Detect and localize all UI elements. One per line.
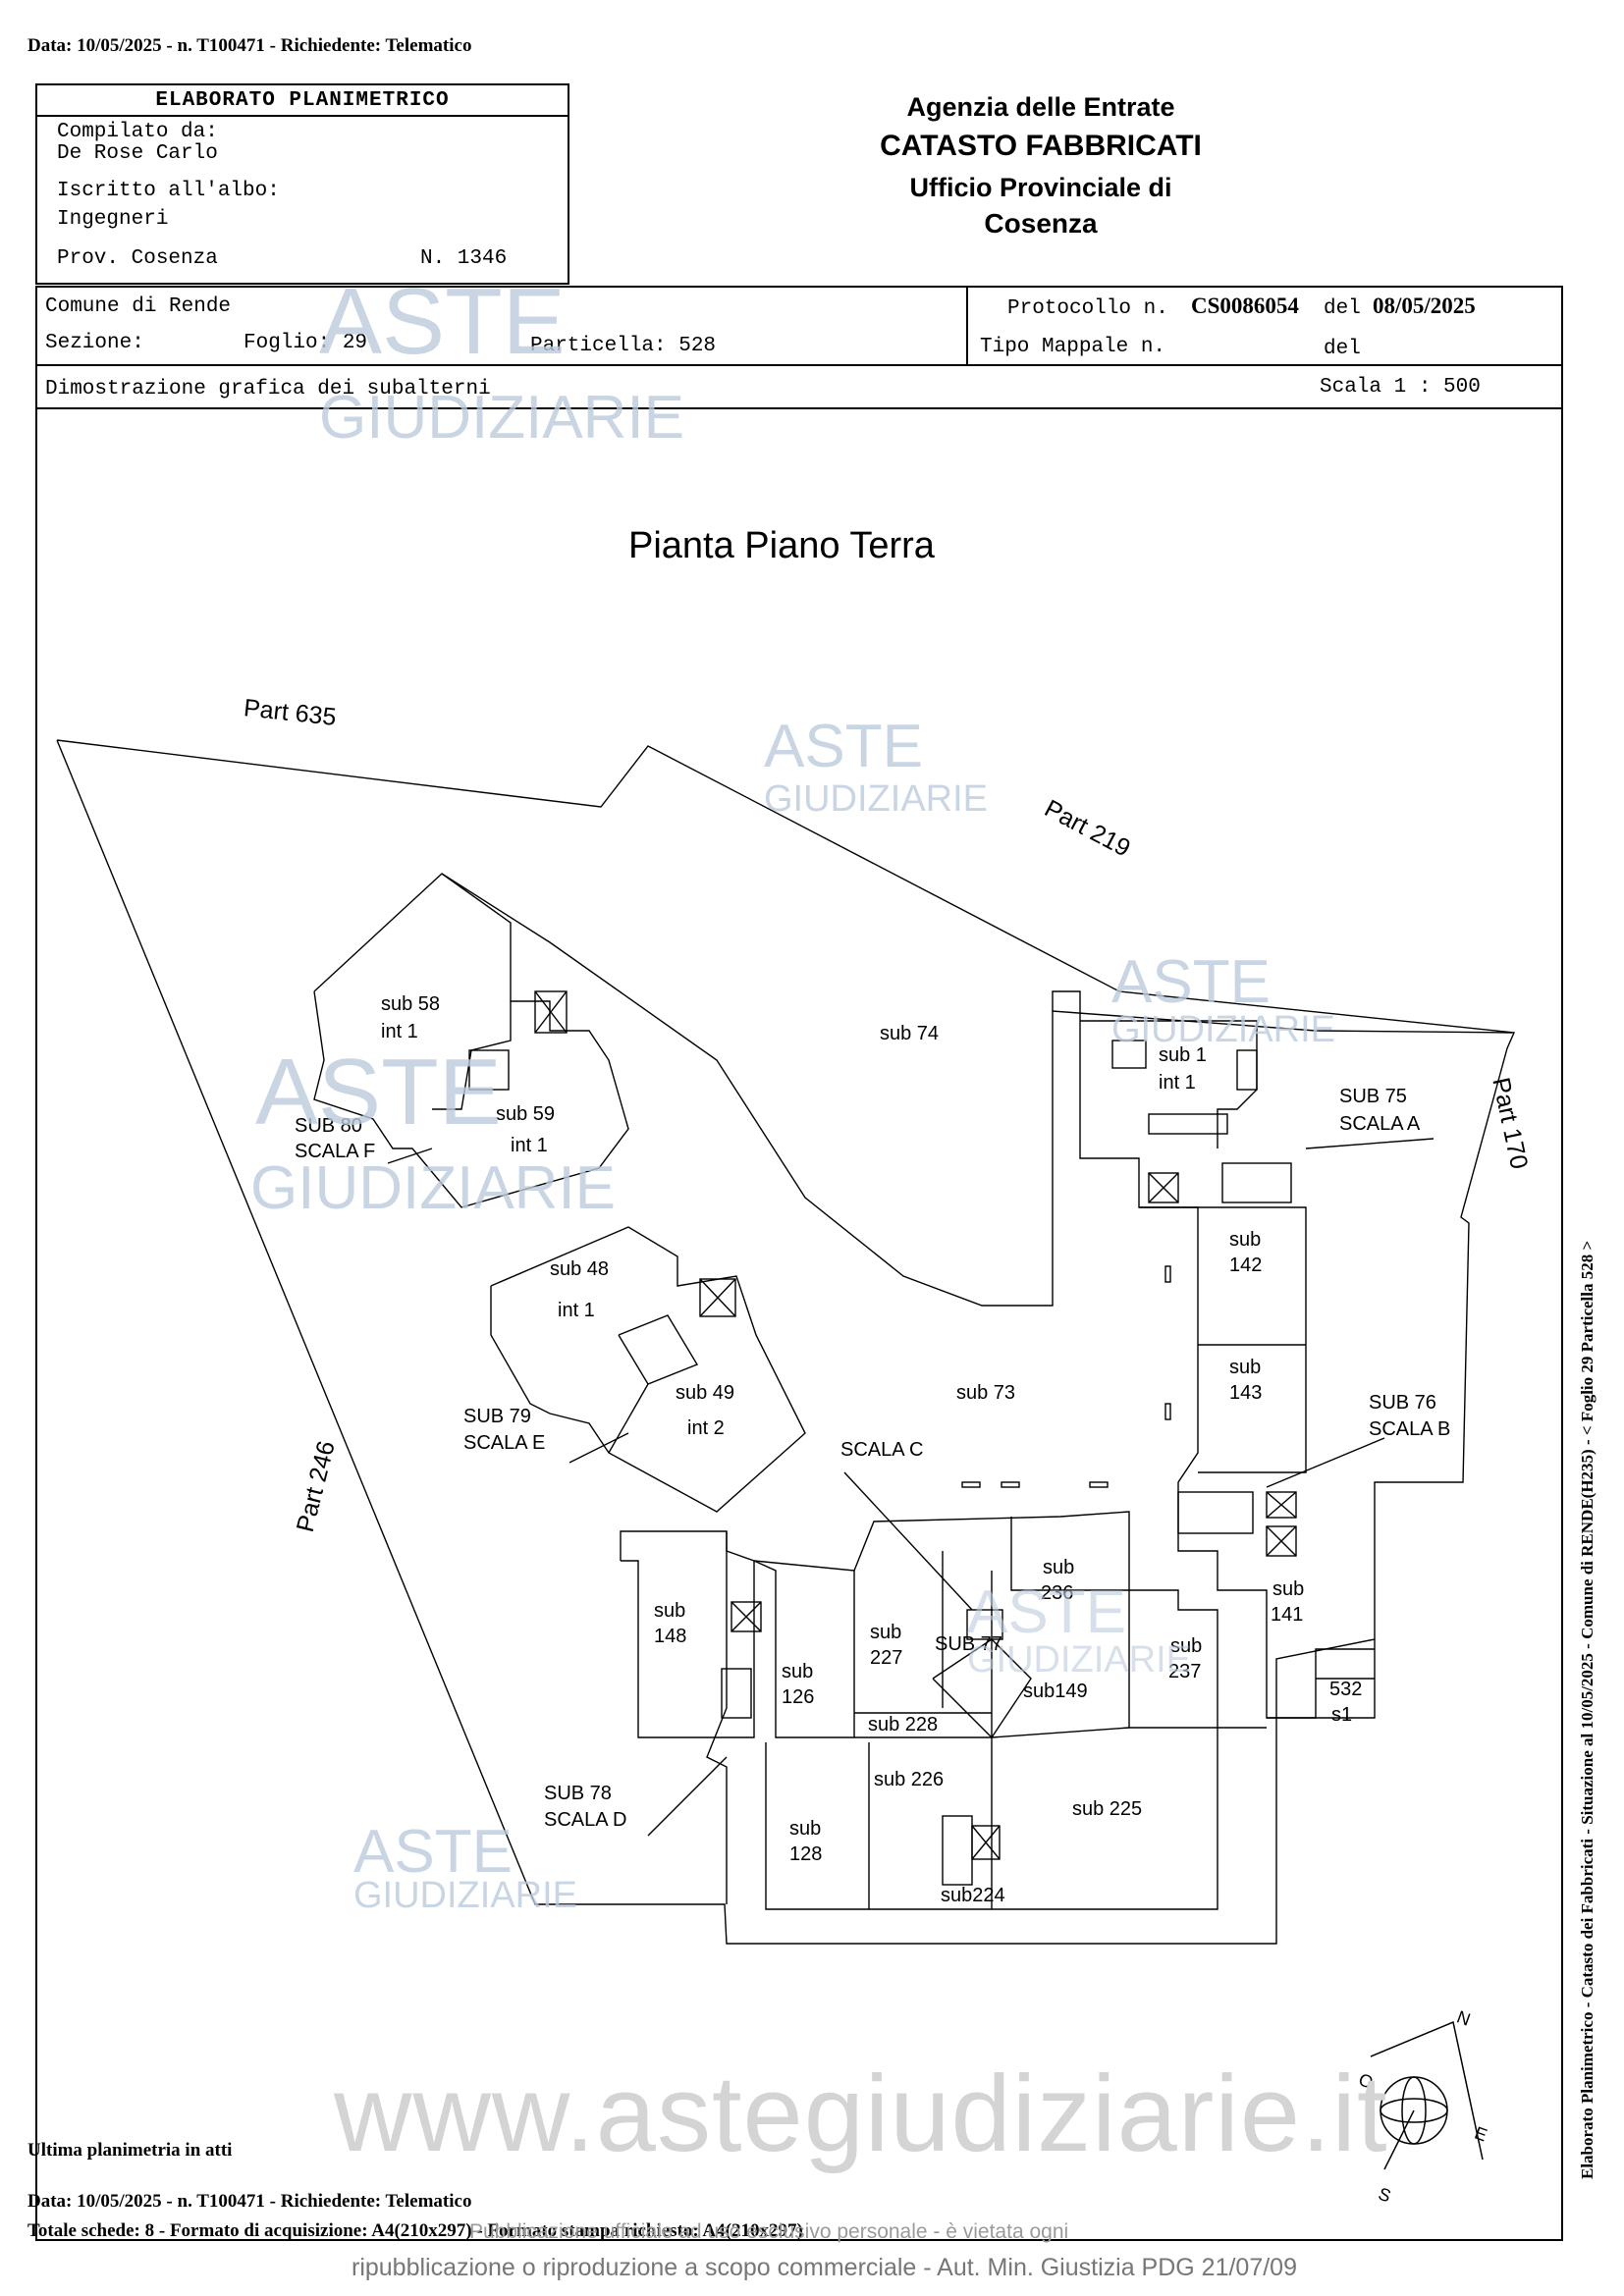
watermark-site: www.astegiudiziarie.it xyxy=(334,2054,1388,2174)
unit-label: 532 xyxy=(1329,1679,1363,1700)
unit-label: sub xyxy=(1170,1635,1203,1657)
unit-label: int 1 xyxy=(381,1021,418,1042)
unit-label: sub 226 xyxy=(874,1769,945,1790)
unit-label: sub 74 xyxy=(880,1023,940,1044)
unit-label: sub xyxy=(1229,1357,1262,1378)
unit-label: sub 225 xyxy=(1072,1798,1143,1820)
unit-label: SUB 79 xyxy=(463,1406,531,1427)
protocollo-del: del xyxy=(1324,297,1361,320)
unit-label: 236 xyxy=(1041,1582,1074,1604)
watermark-brand: GIUDIZIARIE xyxy=(967,1639,1192,1681)
unit-label: sub 1 xyxy=(1159,1044,1207,1066)
unit-label: int 1 xyxy=(511,1135,548,1156)
unit-label: 142 xyxy=(1229,1255,1263,1276)
watermark-brand: ASTE xyxy=(764,713,923,780)
parcel-boundary xyxy=(56,739,1516,1945)
agency-office: Ufficio Provinciale di xyxy=(909,173,1172,202)
unit-label: sub224 xyxy=(941,1885,1005,1906)
watermark-brand: GIUDIZIARIE xyxy=(319,384,685,452)
unit-label: 237 xyxy=(1168,1661,1202,1682)
watermark-brand: ASTE xyxy=(353,1818,513,1886)
albo-value: Ingegneri xyxy=(57,208,169,231)
particella-label: Particella: 528 xyxy=(530,335,717,357)
unit-label: sub xyxy=(1229,1229,1262,1251)
unit-label: SCALA C xyxy=(840,1439,924,1461)
plan-title: Pianta Piano Terra xyxy=(628,525,935,566)
document-title: ELABORATO PLANIMETRICO xyxy=(155,89,450,112)
unit-label: SCALA B xyxy=(1369,1418,1451,1440)
watermark-brand: GIUDIZIARIE xyxy=(764,778,989,820)
sezione-label: Sezione: xyxy=(45,332,144,354)
unit-label: SUB 78 xyxy=(544,1783,612,1804)
unit-label: sub 48 xyxy=(550,1258,610,1280)
unit-label: int 1 xyxy=(1159,1072,1196,1094)
footer-last-plan: Ultima planimetria in atti xyxy=(27,2140,233,2161)
tipo-mappale-del: del xyxy=(1324,338,1361,360)
unit-label: SCALA E xyxy=(463,1432,546,1454)
unit-label: s1 xyxy=(1331,1704,1353,1726)
drawing-frame xyxy=(35,286,1563,2241)
watermark-brand: GIUDIZIARIE xyxy=(353,1875,578,1916)
scale-label: Scala 1 : 500 xyxy=(1320,376,1481,399)
agency-name: Agenzia delle Entrate xyxy=(906,92,1175,122)
unit-label: sub xyxy=(782,1661,814,1682)
unit-label: sub 49 xyxy=(676,1382,735,1404)
unit-label: int 1 xyxy=(558,1300,595,1321)
watermark-brand: GIUDIZIARIE xyxy=(250,1154,617,1222)
unit-label: 126 xyxy=(782,1686,815,1708)
compiled-name: De Rose Carlo xyxy=(57,142,218,165)
unit-label: int 2 xyxy=(687,1417,725,1439)
unit-label: 141 xyxy=(1271,1604,1304,1626)
unit-label: sub xyxy=(870,1622,902,1643)
unit-label: SUB 77 xyxy=(935,1633,1002,1655)
header-meta-line: Data: 10/05/2025 - n. T100471 - Richiede… xyxy=(27,35,472,56)
unit-label: sub xyxy=(1043,1557,1075,1578)
unit-label: sub 58 xyxy=(381,993,441,1015)
unit-label: sub xyxy=(1272,1578,1305,1600)
unit-label: 227 xyxy=(870,1647,903,1669)
side-reference-text: Elaborato Planimetrico - Catasto dei Fab… xyxy=(1578,1240,1597,2179)
unit-label: sub149 xyxy=(1023,1681,1088,1702)
footer-data-line: Data: 10/05/2025 - n. T100471 - Richiede… xyxy=(27,2191,472,2212)
compass-rose-icon xyxy=(1370,2020,1484,2170)
unit-label: SCALA F xyxy=(295,1141,376,1162)
footer-publication-notice: Pubblicazione ufficiale ad uso esclusivo… xyxy=(469,2220,1069,2243)
agency-city: Cosenza xyxy=(984,208,1098,239)
unit-label: 128 xyxy=(789,1843,823,1865)
unit-label: SUB 80 xyxy=(295,1115,362,1137)
foglio-label: Foglio: 29 xyxy=(244,332,368,354)
compiler-box: ELABORATO PLANIMETRICO Compilato da: De … xyxy=(35,83,569,285)
unit-label: sub 73 xyxy=(956,1382,1016,1404)
province-label: Prov. Cosenza xyxy=(57,247,218,270)
watermark-brand: ASTE xyxy=(967,1578,1126,1646)
unit-label: 148 xyxy=(654,1626,687,1647)
watermark-brand: ASTE xyxy=(1111,948,1271,1016)
unit-label: sub xyxy=(654,1600,686,1622)
unit-label: SUB 76 xyxy=(1369,1392,1436,1414)
comune-label: Comune di Rende xyxy=(45,295,232,318)
unit-label: 143 xyxy=(1229,1382,1263,1404)
unit-label: SUB 75 xyxy=(1339,1086,1407,1107)
unit-label: SCALA D xyxy=(544,1809,627,1831)
unit-label: sub xyxy=(789,1818,822,1840)
agency-catasto: CATASTO FABBRICATI xyxy=(880,130,1202,162)
register-number: N. 1346 xyxy=(420,247,508,270)
watermark-brand: GIUDIZIARIE xyxy=(1111,1009,1336,1050)
watermark-brand: ASTE xyxy=(319,269,566,374)
dimostrazione-label: Dimostrazione grafica dei subalterni xyxy=(45,378,491,400)
watermark-brand: ASTE xyxy=(255,1040,502,1145)
footer-legal-notice: ripubblicazione o riproduzione a scopo c… xyxy=(352,2254,1297,2281)
unit-label: sub 59 xyxy=(496,1103,556,1125)
footer-totale: Totale schede: 8 - Formato di acquisizio… xyxy=(27,2220,803,2241)
albo-label: Iscritto all'albo: xyxy=(57,180,280,202)
unit-label: SCALA A xyxy=(1339,1113,1421,1135)
protocollo-label: Protocollo n. xyxy=(1007,297,1168,320)
unit-label: sub 228 xyxy=(868,1714,939,1735)
compiled-label: Compilato da: xyxy=(57,121,218,143)
tipo-mappale-label: Tipo Mappale n. xyxy=(980,336,1166,358)
protocollo-date: 08/05/2025 xyxy=(1373,294,1476,318)
protocollo-number: CS0086054 xyxy=(1191,294,1299,318)
